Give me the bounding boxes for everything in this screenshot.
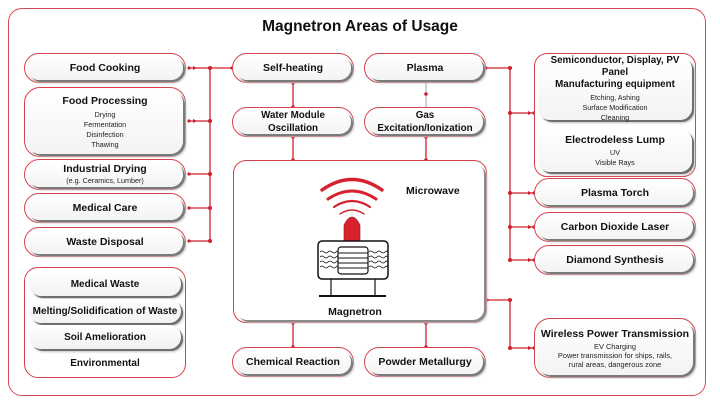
food-processing-detail: Drying [94, 109, 116, 119]
semiconductor-detail: Cleaning [600, 112, 630, 122]
water-module-oscillation-label: Water Module Oscillation [261, 110, 325, 134]
carbon-dioxide-laser-label: Carbon Dioxide Laser [560, 220, 670, 233]
industrial-drying-label: Industrial Drying [63, 163, 147, 175]
diamond-synthesis-label: Diamond Synthesis [566, 253, 664, 266]
wireless-power-box: Wireless Power Transmission EV Charging … [534, 318, 696, 378]
food-cooking-box: Food Cooking [24, 53, 186, 83]
electrodeless-detail: UV [610, 147, 620, 157]
powder-metallurgy-box: Powder Metallurgy [364, 347, 486, 377]
chemical-reaction-label: Chemical Reaction [246, 355, 340, 368]
plasma-torch-label: Plasma Torch [580, 186, 650, 199]
powder-metallurgy-label: Powder Metallurgy [378, 355, 472, 368]
medical-care-label: Medical Care [72, 201, 138, 214]
environmental-group: Medical Waste Melting/Solidification of … [24, 267, 186, 378]
environmental-label: Environmental [70, 358, 140, 369]
electrodeless-lump-label: Electrodeless Lump [565, 133, 665, 146]
plasma-label: Plasma [406, 61, 444, 74]
medical-care-box: Medical Care [24, 193, 186, 223]
environmental-item: Melting/Solidification of Waste [29, 299, 181, 323]
environmental-item-label: Melting/Solidification of Waste [32, 305, 178, 317]
magnetron-label: Magnetron [328, 306, 382, 318]
food-processing-detail: Disinfection [86, 129, 124, 139]
electrodeless-detail: Visible Rays [595, 157, 635, 167]
electrodeless-lump-box: Electrodeless Lump UV Visible Rays [538, 129, 692, 172]
self-heating-label: Self-heating [262, 61, 324, 74]
water-module-oscillation-box: Water Module Oscillation [232, 107, 354, 137]
carbon-dioxide-laser-box: Carbon Dioxide Laser [534, 212, 696, 242]
semiconductor-box: Semiconductor, Display, PV Panel Manufac… [538, 54, 692, 122]
diagram-title: Magnetron Areas of Usage [262, 18, 458, 35]
semiconductor-electrodeless-group: Semiconductor, Display, PV Panel Manufac… [534, 53, 696, 177]
semiconductor-detail: Etching, Ashing [590, 92, 640, 102]
microwave-waves-icon [320, 177, 384, 215]
environmental-item-label: Medical Waste [70, 278, 140, 290]
semiconductor-label: Semiconductor, Display, PV Panel [550, 54, 680, 78]
wireless-power-label: Wireless Power Transmission [540, 327, 690, 340]
wireless-power-detail: EV Charging [594, 341, 636, 351]
food-processing-label: Food Processing [62, 94, 148, 107]
food-processing-detail: Fermentation [83, 119, 127, 129]
semiconductor-label: Manufacturing equipment [555, 78, 675, 90]
industrial-drying-detail: (e.g. Ceramics, Lumber) [66, 176, 144, 185]
magnetron-center-box: Microwave Magnetron [233, 160, 487, 323]
industrial-drying-box: Industrial Drying (e.g. Ceramics, Lumber… [24, 159, 186, 190]
plasma-torch-box: Plasma Torch [534, 178, 696, 208]
gas-excitation-box: Gas Excitation/Ionization [364, 107, 486, 137]
self-heating-box: Self-heating [232, 53, 354, 83]
plasma-box: Plasma [364, 53, 486, 83]
diamond-synthesis-box: Diamond Synthesis [534, 245, 696, 275]
food-processing-detail: Thawing [91, 139, 119, 149]
magnetron-icon [317, 177, 389, 297]
wireless-power-detail: rural areas, dangerous zone [568, 359, 662, 369]
food-cooking-label: Food Cooking [69, 61, 141, 74]
diagram-frame [8, 8, 706, 396]
waste-disposal-box: Waste Disposal [24, 227, 186, 257]
microwave-label: Microwave [406, 185, 460, 197]
gas-excitation-label: Gas Excitation/Ionization [377, 110, 473, 134]
environmental-item: Medical Waste [29, 272, 181, 296]
environmental-item: Soil Amelioration [29, 325, 181, 349]
waste-disposal-label: Waste Disposal [66, 235, 144, 248]
wireless-power-detail: Power transmission for ships, rails, [557, 350, 673, 360]
semiconductor-detail: Surface Modification [582, 102, 648, 112]
environmental-item-label: Soil Amelioration [64, 331, 146, 343]
chemical-reaction-box: Chemical Reaction [232, 347, 354, 377]
food-processing-box: Food Processing Drying Fermentation Disi… [24, 87, 186, 157]
